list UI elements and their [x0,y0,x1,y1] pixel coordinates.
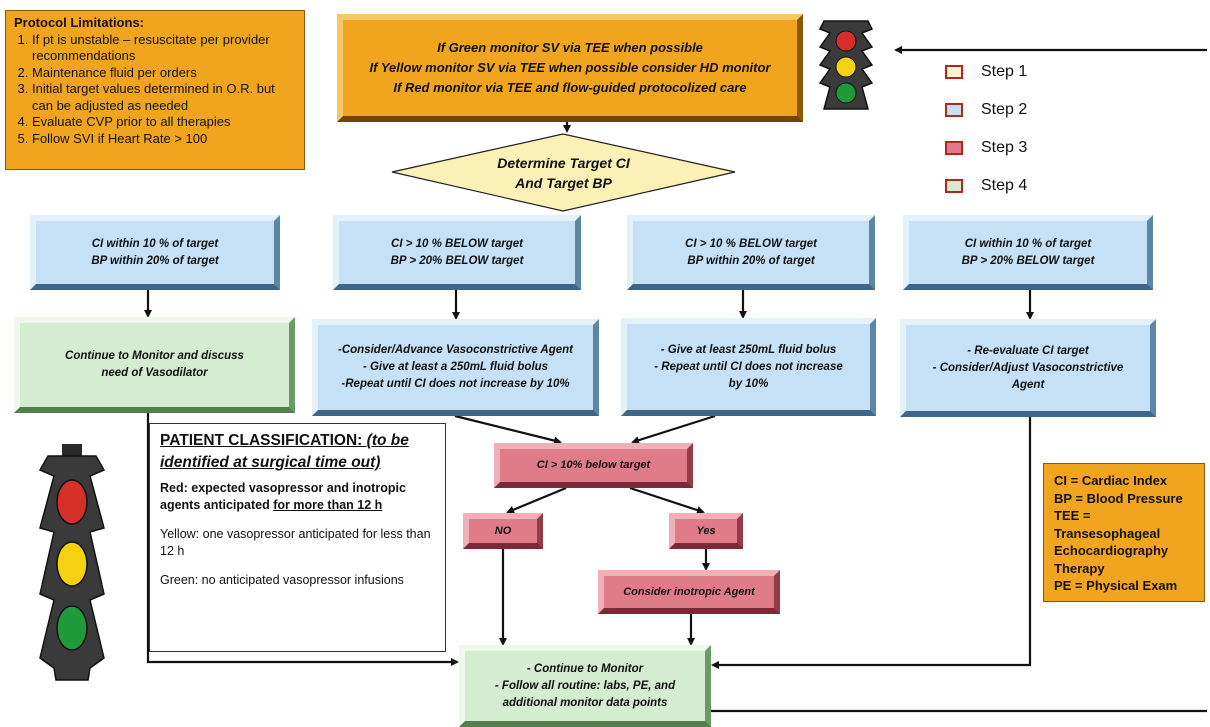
legend-step-2: Step 2 [945,101,1027,119]
arrow-action2-to-decision [454,414,562,445]
legend-label: Step 1 [981,63,1028,80]
final-text: - Continue to Monitor - Follow all routi… [494,662,676,709]
action-text: - Re-evaluate CI target - Consider/Adjus… [932,344,1124,391]
inotropic-text: Consider inotropic Agent [623,585,755,598]
action-box-monitor-vasodilator: Continue to Monitor and discuss need of … [14,317,295,413]
abbreviation-item: TEE = Transesophageal Echocardiography T… [1054,508,1169,576]
condition-text: CI > 10 % BELOW target BP within 20% of … [685,237,817,267]
abbreviation-item: PE = Physical Exam [1054,578,1178,593]
condition-text: CI within 10 % of target BP > 20% BELOW … [961,237,1095,267]
limitation-item: Maintenance fluid per orders [32,65,296,82]
decision-box-ci-below-target: CI > 10% below target [494,443,693,488]
action-box-vasoconstrictive: -Consider/Advance Vasoconstrictive Agent… [312,319,599,416]
arrow-action3-to-decision [631,414,716,444]
action-box-reevaluate: - Re-evaluate CI target - Consider/Adjus… [900,319,1156,417]
inotropic-agent-box: Consider inotropic Agent [598,570,780,614]
patient-red-duration: for more than 12 h [273,498,383,512]
condition-text: CI > 10 % BELOW target BP > 20% BELOW ta… [390,237,524,267]
traffic-light-icon [816,17,876,112]
patient-green-text: Green: no anticipated vasopressor infusi… [160,573,404,587]
legend-swatch [945,103,963,117]
protocol-limitations-list: If pt is unstable – resuscitate per prov… [14,32,296,148]
action-text: -Consider/Advance Vasoconstrictive Agent… [338,344,573,390]
branch-no-box: NO [463,513,543,549]
condition-box-4: CI within 10 % of target BP > 20% BELOW … [903,215,1153,290]
protocol-limitations-box: Protocol Limitations: If pt is unstable … [5,10,305,170]
traffic-light-large-icon [38,444,106,682]
final-monitor-box: - Continue to Monitor - Follow all routi… [459,645,711,727]
target-decision-diamond: Determine Target CI And Target BP [390,132,737,213]
condition-box-1: CI within 10 % of target BP within 20% o… [30,215,280,290]
limitation-item: Evaluate CVP prior to all therapies [32,114,296,131]
branch-yes-label: Yes [696,524,716,537]
legend-swatch [945,65,963,79]
monitoring-instructions-text: If Green monitor SV via TEE when possibl… [369,40,771,95]
limitation-item: If pt is unstable – resuscitate per prov… [32,32,296,65]
condition-box-2: CI > 10 % BELOW target BP > 20% BELOW ta… [333,215,581,290]
action-text: - Give at least 250mL fluid bolus - Repe… [654,343,843,390]
monitoring-instructions-box: If Green monitor SV via TEE when possibl… [337,14,803,122]
patient-red-text: Red: expected vasopressor and inotropic … [160,480,435,514]
patient-classification-title: PATIENT CLASSIFICATION: (to be identifie… [160,430,435,474]
patient-title-note: (to be identified at surgical time out) [160,432,409,471]
abbreviations-box: CI = Cardiac Index BP = Blood Pressure T… [1043,463,1205,602]
legend-step-3: Step 3 [945,139,1027,157]
legend-label: Step 3 [981,139,1028,156]
diamond-text: Determine Target CI And Target BP [497,154,630,191]
condition-box-3: CI > 10 % BELOW target BP within 20% of … [627,215,875,290]
condition-text: CI within 10 % of target BP within 20% o… [91,237,219,267]
abbreviation-item: BP = Blood Pressure [1054,490,1183,506]
legend-swatch [945,141,963,155]
limitation-item: Follow SVI if Heart Rate > 100 [32,131,296,148]
action-text: Continue to Monitor and discuss need of … [65,350,244,379]
patient-red-prefix: Red: expected vasopressor and inotropic … [160,481,406,512]
branch-yes-box: Yes [669,513,743,549]
decision-text: CI > 10% below target [536,459,651,471]
legend-step-1: Step 1 [945,63,1027,81]
arrow-action4-to-final [711,417,1032,669]
legend-swatch [945,179,963,193]
protocol-limitations-title: Protocol Limitations: [14,15,144,30]
patient-classification-box: PATIENT CLASSIFICATION: (to be identifie… [149,423,446,652]
arrow-action1-to-final [146,413,459,666]
abbreviation-item: CI = Cardiac Index [1054,473,1168,488]
limitation-item: Initial target values determined in O.R.… [32,81,296,114]
branch-no-label: NO [494,524,512,537]
legend-label: Step 4 [981,177,1028,194]
arrow-decision-to-no [506,486,567,514]
legend-step-4: Step 4 [945,177,1027,195]
arrow-decision-to-yes [629,486,705,514]
legend-label: Step 2 [981,101,1028,118]
action-box-fluid-bolus: - Give at least 250mL fluid bolus - Repe… [621,318,876,416]
patient-title-main: PATIENT CLASSIFICATION: [160,432,367,449]
patient-yellow-text: Yellow: one vasopressor anticipated for … [160,527,431,558]
